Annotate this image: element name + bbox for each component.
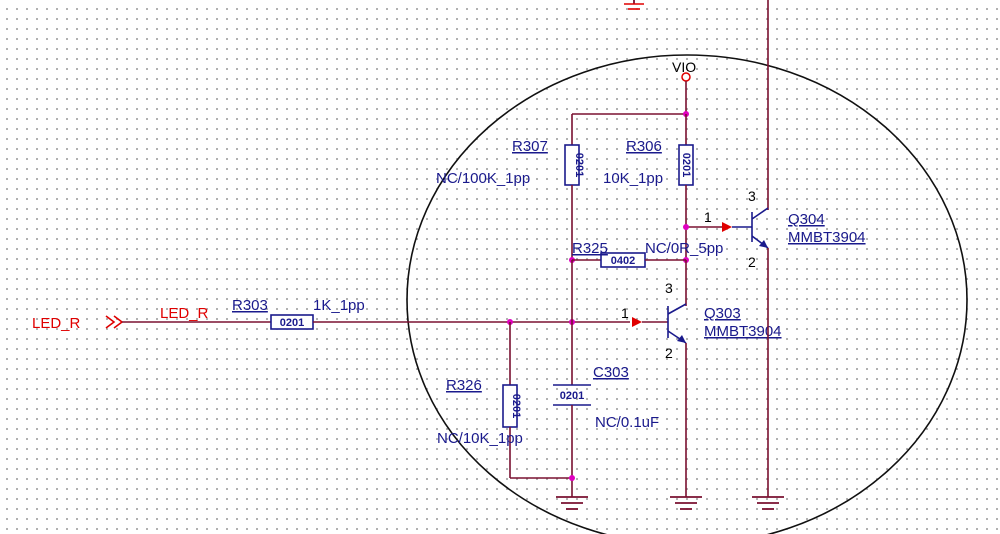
r307-value: NC/100K_1pp <box>436 170 530 187</box>
input-port-symbol <box>105 315 124 329</box>
ground-symbol-c303 <box>556 496 588 510</box>
svg-text:2: 2 <box>748 254 756 270</box>
r326-value: NC/10K_1pp <box>437 430 523 447</box>
highlight-circle <box>406 54 968 534</box>
q303-ref: Q303 <box>704 305 741 322</box>
input-connector-label: LED_R <box>32 315 81 332</box>
r325-ref: R325 <box>572 240 608 257</box>
transistor-q304[interactable] <box>732 207 769 270</box>
svg-text:0201: 0201 <box>680 153 692 177</box>
r306-ref: R306 <box>626 138 662 155</box>
capacitor-c303[interactable]: 0201 <box>553 384 591 497</box>
resistor-r326[interactable]: 0201 <box>502 322 572 479</box>
svg-text:1: 1 <box>621 305 629 321</box>
q303-part: MMBT3904 <box>704 323 782 340</box>
resistor-r306[interactable]: 0201 <box>678 114 694 260</box>
c303-value: NC/0.1uF <box>595 414 659 431</box>
svg-text:2: 2 <box>665 345 673 361</box>
net-label-led-r: LED_R <box>160 305 209 322</box>
r303-ref: R303 <box>232 297 268 314</box>
svg-text:0201: 0201 <box>573 153 585 177</box>
vio-power-symbol <box>681 72 691 114</box>
q304-ref: Q304 <box>788 211 825 228</box>
ground-symbol-q303 <box>670 496 702 510</box>
r326-ref: R326 <box>446 377 482 394</box>
r306-value: 10K_1pp <box>603 170 663 187</box>
vio-label: VIO <box>672 59 696 75</box>
svg-text:0402: 0402 <box>611 255 635 267</box>
resistor-r303[interactable]: 0201 <box>270 314 630 330</box>
svg-text:0201: 0201 <box>560 390 584 402</box>
svg-text:0201: 0201 <box>280 317 304 329</box>
transistor-q303[interactable] <box>667 303 687 497</box>
r325-value: NC/0R_5pp <box>645 240 723 257</box>
svg-text:1: 1 <box>704 209 712 225</box>
svg-text:3: 3 <box>665 280 673 296</box>
resistor-r325[interactable]: 0402 <box>572 252 686 268</box>
q304-part: MMBT3904 <box>788 229 866 246</box>
ground-symbol-top <box>624 0 644 10</box>
r303-value: 1K_1pp <box>313 297 365 314</box>
c303-ref: C303 <box>593 364 629 381</box>
r307-ref: R307 <box>512 138 548 155</box>
svg-text:0201: 0201 <box>510 394 522 418</box>
resistor-r307[interactable]: 0201 <box>564 114 585 260</box>
ground-symbol-q304 <box>752 496 784 510</box>
svg-text:3: 3 <box>748 188 756 204</box>
